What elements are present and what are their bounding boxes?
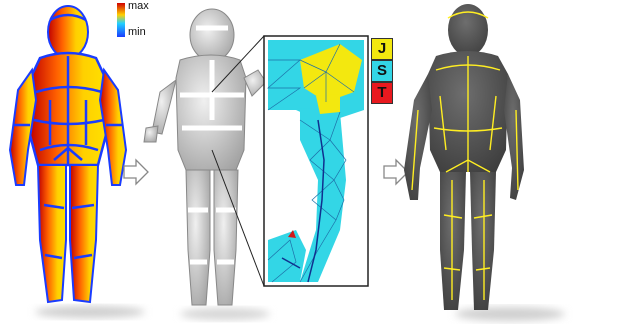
- segmented-mesh-body: [144, 9, 270, 320]
- right-leg: [470, 172, 496, 310]
- left-arm: [10, 70, 36, 185]
- tag-s: S: [371, 60, 393, 82]
- left-leg: [186, 170, 210, 305]
- floor-shadow: [35, 306, 145, 318]
- right-arm: [100, 70, 126, 185]
- yellow-joint-region-small: [316, 94, 340, 114]
- left-leg: [38, 165, 66, 302]
- detached-arm-piece: [144, 126, 158, 142]
- left-arm: [404, 74, 432, 200]
- scalar-field-body: [10, 3, 145, 318]
- tag-j: J: [371, 38, 393, 60]
- right-arm: [244, 70, 266, 96]
- right-arm: [504, 74, 524, 200]
- floor-shadow: [180, 308, 270, 320]
- legend-max-label: max: [128, 0, 149, 12]
- head: [190, 9, 234, 61]
- left-leg: [440, 172, 466, 310]
- floor-shadow: [455, 307, 565, 321]
- hollow-right-arrow-icon: [124, 160, 148, 184]
- legend-min-label: min: [128, 26, 146, 38]
- tag-t: T: [371, 82, 393, 104]
- seamed-garment-body: [404, 4, 565, 321]
- right-leg: [214, 170, 238, 305]
- hollow-right-arrow-icon: [384, 160, 408, 184]
- right-leg: [70, 165, 98, 302]
- color-legend-bar: [117, 3, 125, 37]
